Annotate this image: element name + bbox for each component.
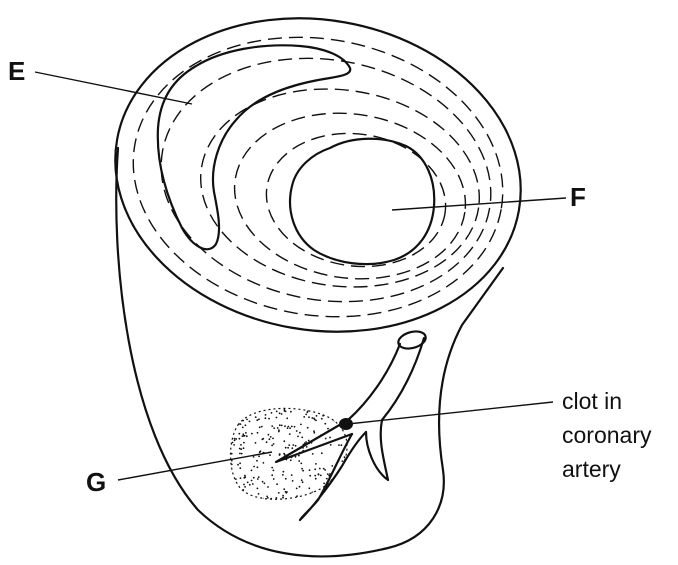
clot-leader [348, 402, 553, 424]
left-ventricle-cavity [290, 139, 434, 264]
right-ventricle-cavity [158, 45, 350, 249]
coronary-artery [276, 329, 428, 520]
label-e: E [8, 56, 25, 86]
label-g: G [86, 467, 106, 497]
clot-label-line2: coronary [562, 422, 652, 448]
clot-label-line3: artery [562, 456, 621, 482]
label-f: F [570, 182, 586, 212]
label-e-leader [35, 72, 192, 104]
label-g-leader [118, 452, 272, 480]
clot-label-line1: clot in [562, 388, 622, 414]
